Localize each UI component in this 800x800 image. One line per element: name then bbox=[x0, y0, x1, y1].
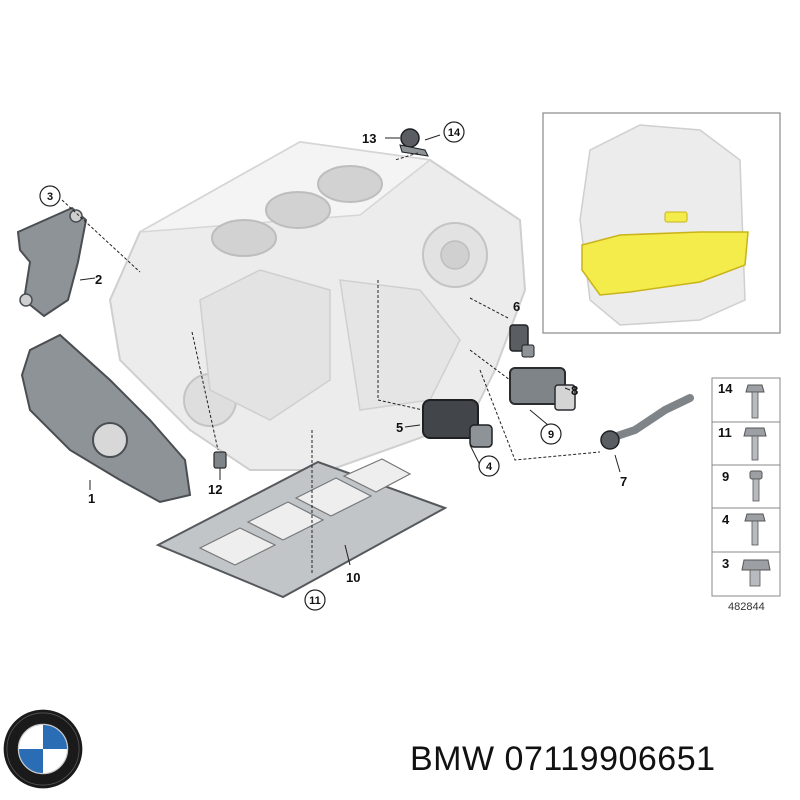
callout-1: 1 bbox=[88, 491, 95, 506]
callout-13: 13 bbox=[362, 131, 376, 146]
part-caption: BMW 07119906651 bbox=[410, 740, 790, 779]
bolt-icon-3 bbox=[741, 559, 771, 587]
bolt-icon-14 bbox=[745, 384, 765, 419]
circled-callouts: 3 4 9 11 14 bbox=[39, 121, 562, 611]
callout-14: 14 bbox=[448, 127, 461, 139]
callouts: 1 2 5 6 7 8 10 12 13 bbox=[88, 131, 627, 585]
small-clip bbox=[213, 451, 227, 469]
brand-name: BMW bbox=[410, 740, 495, 778]
legend-label-11: 11 bbox=[718, 425, 732, 440]
bmw-logo bbox=[3, 709, 83, 789]
callout-3: 3 bbox=[47, 191, 53, 203]
oil-pump-housing bbox=[422, 399, 493, 448]
callout-11: 11 bbox=[309, 595, 321, 607]
legend-label-9: 9 bbox=[722, 469, 729, 484]
leader-lines bbox=[61, 134, 621, 575]
callout-12: 12 bbox=[208, 482, 222, 497]
engine-block bbox=[108, 140, 527, 471]
part-number: 07119906651 bbox=[504, 740, 716, 778]
engine-overview-inset bbox=[542, 112, 781, 334]
oil-pan-gasket bbox=[155, 458, 448, 599]
legend-label-14: 14 bbox=[718, 381, 733, 396]
callout-5: 5 bbox=[396, 420, 403, 435]
callout-9: 9 bbox=[548, 429, 554, 441]
callout-2: 2 bbox=[95, 272, 102, 287]
callout-8: 8 bbox=[571, 383, 578, 398]
callout-6: 6 bbox=[513, 299, 520, 314]
engine-bracket bbox=[16, 206, 88, 318]
bolt-legend: 14 11 9 4 3 482844 bbox=[711, 377, 781, 613]
callout-7: 7 bbox=[620, 474, 627, 489]
legend-label-4: 4 bbox=[722, 512, 730, 527]
sensor-part-6 bbox=[509, 324, 535, 358]
bolt-icon-4 bbox=[744, 513, 766, 546]
bolt-icon-11 bbox=[743, 427, 767, 461]
callout-4: 4 bbox=[486, 461, 493, 473]
solenoid-valve bbox=[509, 367, 576, 411]
reference-code: 482844 bbox=[728, 601, 765, 613]
oil-pipe bbox=[600, 394, 694, 450]
timing-cover bbox=[20, 333, 192, 504]
legend-label-3: 3 bbox=[722, 556, 729, 571]
callout-10: 10 bbox=[346, 570, 360, 585]
top-fitting bbox=[399, 128, 429, 157]
bolt-icon-9 bbox=[749, 470, 763, 502]
